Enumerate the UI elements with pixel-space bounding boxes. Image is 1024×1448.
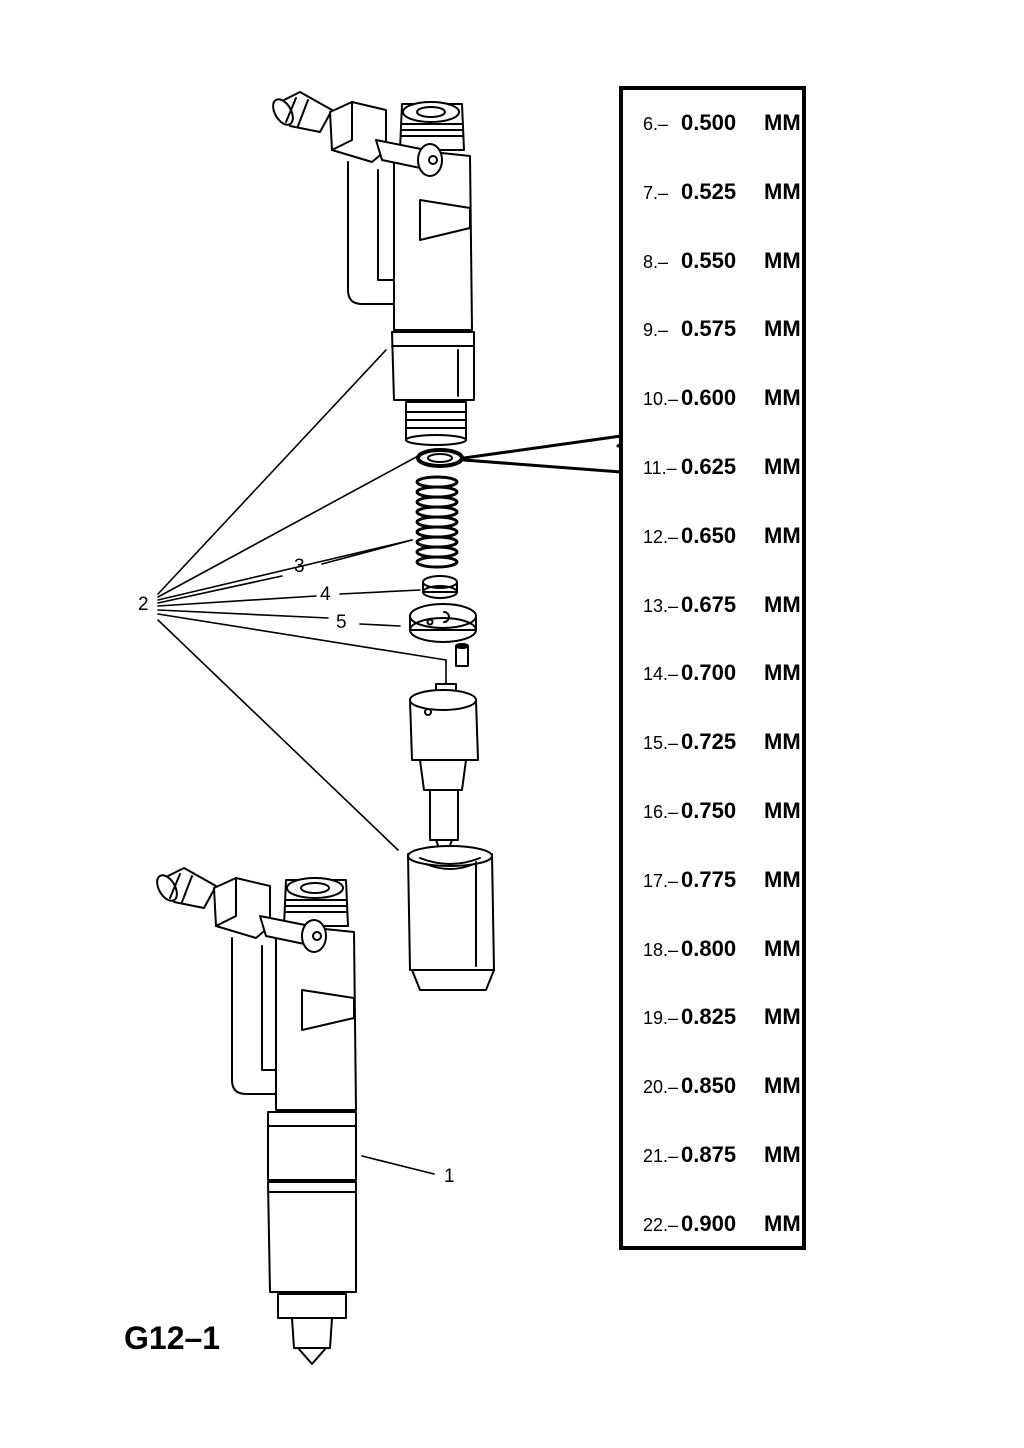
shim-row: 16.–0.750 MM [643,796,813,824]
shim-row: 12.–0.650 MM [643,521,813,549]
shim-row: 8.– 0.550 MM [643,246,813,274]
shim-item-number: 10.– [643,389,679,410]
shim-row: 15.–0.725 MM [643,727,813,755]
shim-row: 7.– 0.525 MM [643,177,813,205]
shim-item-number: 20.– [643,1077,679,1098]
shim-unit: MM [764,110,801,135]
page-code: G12–1 [124,1320,221,1356]
shim-item-number: 9.– [643,320,669,341]
shim-thickness: 0.500 [681,110,737,135]
shim-thickness: 0.825 [681,1004,737,1030]
shim-unit: MM [764,660,801,686]
shim-item-number: 22.– [643,1214,679,1235]
callout-1: 1 [444,1166,455,1187]
shim-row: 9.– 0.575 MM [643,314,813,342]
shim-washer [416,448,464,468]
shim-unit: MM [764,522,801,548]
shim-item-number: 8.– [643,251,669,272]
shim-item-number: 14.– [643,664,679,685]
shim-row: 11.–0.625 MM [643,452,813,480]
shim-unit: MM [764,798,801,823]
shim-row: 13.–0.675 MM [643,590,813,618]
shim-unit: MM [764,385,801,411]
shim-unit: MM [764,591,801,617]
shim-row: 14.–0.700 MM [643,658,813,686]
shim-item-number: 15.– [643,733,679,754]
shim-thickness: 0.525 [681,178,737,204]
leader-lines [157,349,447,1175]
callout-4: 4 [320,584,331,605]
shim-item-number: 19.– [643,1008,679,1029]
shim-unit: MM [764,1210,801,1236]
shim-thickness: 0.900 [681,1210,737,1236]
shim-item-number: 12.– [643,526,679,547]
shim-item-number: 13.– [643,595,679,616]
shim-thickness: 0.550 [681,247,737,273]
shim-row: 22.–0.900 MM [643,1209,813,1237]
shim-item-number: 11.– [643,458,677,478]
callout-2: 2 [138,594,149,615]
shim-thickness: 0.700 [681,660,737,686]
shim-thickness: 0.600 [681,385,737,411]
shim-item-number: 21.– [643,1146,679,1166]
nozzle [409,683,479,863]
shim-thickness: 0.850 [681,1073,737,1099]
shim-thickness: 0.675 [681,591,737,617]
shim-item-number: 17.– [643,870,679,891]
shim-unit: MM [764,316,801,342]
shim-thickness: 0.650 [681,522,737,548]
shim-item-number: 16.– [643,802,679,822]
shim-row: 18.–0.800 MM [643,934,813,962]
shim-unit: MM [764,866,801,892]
shim-row: 21.–0.875 MM [643,1140,813,1168]
shim-unit: MM [764,1073,801,1099]
shim-unit: MM [764,729,801,755]
shim-row: 17.–0.775 MM [643,865,813,893]
shim-row: 10.–0.600 MM [643,383,813,411]
shim-unit: MM [764,1004,801,1030]
shim-unit: MM [764,1142,801,1167]
dowel-pin [455,643,469,667]
nozzle-retaining-nut [407,845,495,991]
shim-item-number: 6.– [643,114,669,134]
shim-thickness: 0.875 [681,1142,737,1167]
shim-unit: MM [764,935,801,961]
shim-row: 19.–0.825 MM [643,1002,813,1030]
shim-thickness: 0.800 [681,935,737,961]
complete-injector [156,867,357,1365]
upper-injector-body [272,91,475,446]
shim-row: 20.–0.850 MM [643,1071,813,1099]
shim-unit: MM [764,178,801,204]
shim-item-number: 18.– [643,939,679,960]
spring-seat [422,575,458,599]
intermediate-plate [409,603,477,643]
shim-unit: MM [764,454,801,479]
shim-thickness: 0.625 [681,454,737,479]
shim-row: 6.– 0.500 MM [643,108,813,136]
callout-5: 5 [336,612,347,633]
shim-thickness: 0.725 [681,729,737,755]
shim-unit: MM [764,247,801,273]
pressure-spring [415,475,459,569]
shim-thickness: 0.575 [681,316,737,342]
shim-item-number: 7.– [643,182,669,203]
callout-3: 3 [294,556,305,577]
shim-thickness: 0.750 [681,798,737,823]
shim-table-pointer [462,434,623,482]
shim-thickness: 0.775 [681,866,737,892]
